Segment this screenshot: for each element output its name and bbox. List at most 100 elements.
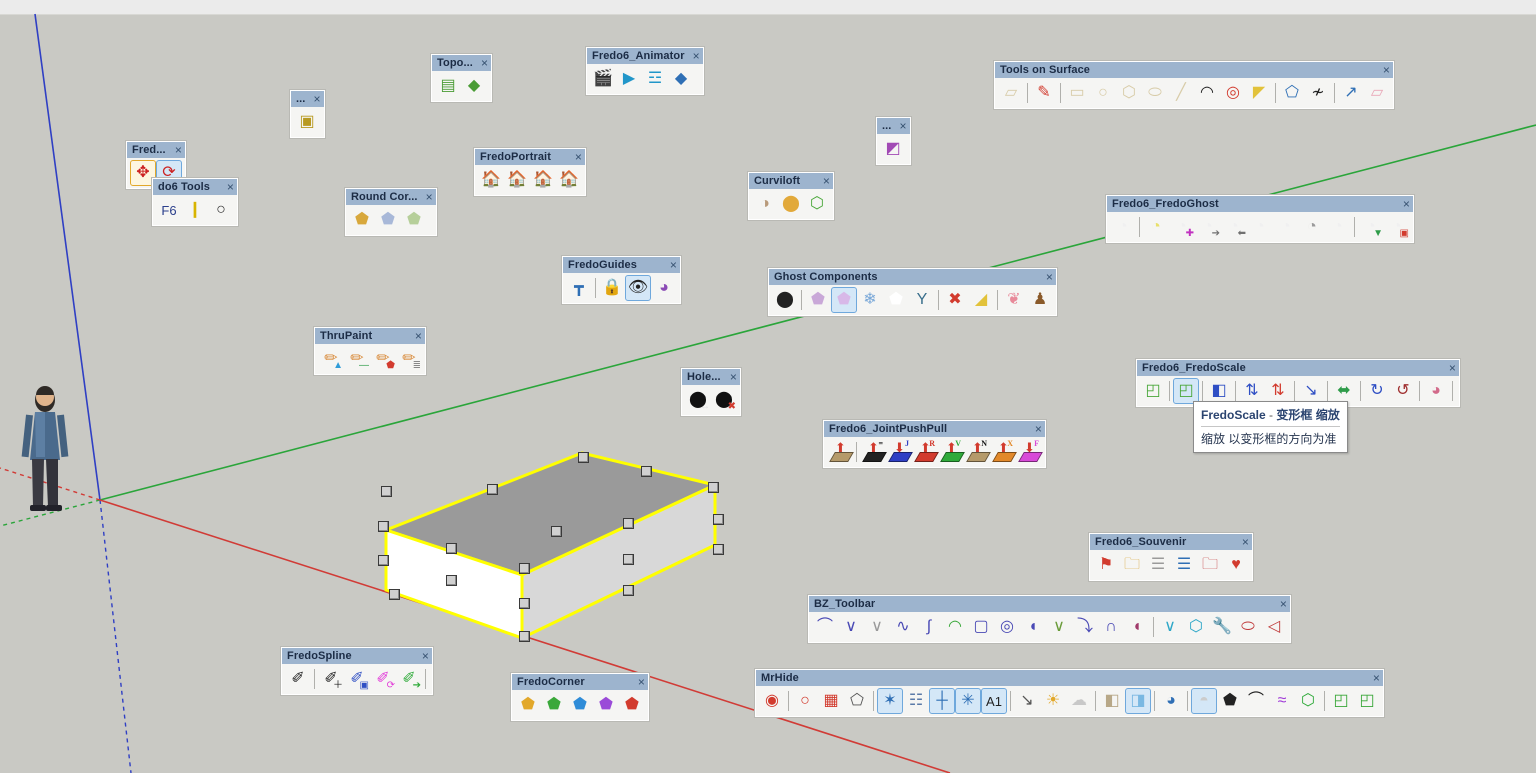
toolbar-titlebar[interactable]: ...× [877,118,910,134]
thrupaint-faces-button[interactable]: ✏▲ [318,346,344,372]
bz-polygon-dashed-button[interactable]: ⬡ [1183,614,1209,640]
fredo6-check-update-button[interactable]: ○ [208,197,234,223]
toolbar-bz-toolbar[interactable]: BZ_Toolbar×⌒∨∨∿∫◠▢◎◖∨⤵∩◖∨⬡🔧⬭◁ [808,595,1291,643]
toolbar-titlebar[interactable]: Fredo6_JointPushPull× [824,421,1045,437]
tos-pencil-button[interactable]: ✎ [1031,80,1057,106]
mrhide-color-wheel-button[interactable]: ◕ [1158,688,1184,714]
toolbar-titlebar[interactable]: Fredo6_Souvenir× [1090,534,1252,550]
toolbar-fredo6-souvenir[interactable]: Fredo6_Souvenir×⚑🗀☰☰🗀♥ [1089,533,1253,581]
topo-shaper-button[interactable]: ▤ [435,73,461,99]
selection-grip[interactable] [641,466,652,477]
close-icon[interactable]: × [226,180,234,194]
mrhide-axes-button[interactable]: ✶ [877,688,903,714]
bz-hook-button[interactable]: ⤵ [1072,614,1098,640]
spline-convert-button[interactable]: ✐⟳ [370,666,396,692]
toolbar-fredo6-jointpushpull[interactable]: Fredo6_JointPushPull×⬆⬆=⬇J⬆R⬆V⬆N⬆X⬇F [823,420,1046,468]
mrhide-text-label-button[interactable]: A1 [981,688,1007,714]
toolbar-titlebar[interactable]: Tools on Surface× [995,62,1393,78]
mrhide-multi-arrows-button[interactable]: ☷ [903,688,929,714]
toolbar-fredo6-fredoghost[interactable]: Fredo6_FredoGhost×◔◔◔✚◔➔◔⬅◔◔◔◔◔▼◔▣ [1106,195,1414,243]
close-icon[interactable]: × [313,92,321,106]
tos-ellipse-on-surface-button[interactable]: ⬭ [1142,80,1168,106]
hole-resize-button[interactable]: ⬤↔ [685,387,711,413]
fs-bend-button[interactable]: ⬌ [1331,378,1357,404]
hole-delete-button[interactable]: ⬤✖ [711,387,737,413]
toolbar-unnamed-small-right[interactable]: ...×◩ [876,117,911,165]
toolbar-titlebar[interactable]: Round Cor...× [346,189,436,205]
gc-freeze-button[interactable]: ❄ [857,287,883,313]
jpp-round-button[interactable]: ⬆R [912,439,939,465]
animator-settings-sliders-button[interactable]: ☲ [642,66,668,92]
bz-arc-3point-button[interactable]: ⌒ [812,614,838,640]
tos-polygon-on-surface-button[interactable]: ⬡ [1116,80,1142,106]
ghost-explode-button[interactable]: ◔ [1299,214,1325,240]
tos-projection-blue-button[interactable]: ⬠ [1279,80,1305,106]
tos-freehand-surface-button[interactable]: ▱ [998,80,1024,106]
close-icon[interactable]: × [421,649,429,663]
spline-extend-button[interactable]: ✐➔ [396,666,422,692]
toolbar-fredo6-fredoscale[interactable]: Fredo6_FredoScale×◰◰◧⇅⇅↘⬌↻↺◕ [1136,359,1460,407]
fredo6-library-button[interactable]: F6 [156,197,182,223]
mrhide-arcs-button[interactable]: ≈ [1269,688,1295,714]
toolbar-mrhide[interactable]: MrHide×◉○▦⬠✶☷┼✳A1↘☀☁◧◨◕◓⬟⌒≈⬡◰◰ [755,669,1384,717]
ghost-pick-button[interactable]: ◔ [1110,214,1136,240]
bz-half-arc-button[interactable]: ◖ [1020,614,1046,640]
thrupaint-volumes-button[interactable]: ✏⬟ [370,346,396,372]
selection-grip[interactable] [446,575,457,586]
portrait-snapshot-button[interactable]: 🏠 [478,167,504,193]
selection-grip[interactable] [389,589,400,600]
toolbar-topo[interactable]: Topo...×▤◆ [431,54,493,102]
close-icon[interactable]: × [1448,361,1456,375]
bz-scurve-button[interactable]: ∫ [916,614,942,640]
toolbar-titlebar[interactable]: MrHide× [756,670,1383,686]
fs-box-scale-selected-button[interactable]: ◰ [1173,378,1199,404]
corner-chamfer-button[interactable]: ⬟ [541,692,567,718]
fs-shear-button[interactable]: ↘ [1298,378,1324,404]
close-icon[interactable]: × [1241,535,1249,549]
bz-rounded-rect-button[interactable]: ▢ [968,614,994,640]
close-icon[interactable]: × [414,329,422,343]
toolbar-fredo6-tools[interactable]: do6 Tools×F6❙○ [152,178,238,226]
mrhide-section-plane-button[interactable]: ◧ [1099,688,1125,714]
portrait-frame-button[interactable]: 🏠 [530,167,556,193]
toolbar-titlebar[interactable]: BZ_Toolbar× [809,596,1290,612]
selection-grip[interactable] [551,526,562,537]
souvenir-folder-red-button[interactable]: 🗀 [1197,552,1223,578]
toolbar-thrupaint[interactable]: ThruPaint×✏▲✏—✏⬟✏≣ [314,327,426,375]
tos-arc-on-surface-button[interactable]: ◠ [1194,80,1220,106]
selection-grip[interactable] [378,555,389,566]
bz-zigzag-green-button[interactable]: ∨ [1046,614,1072,640]
spline-add-button[interactable]: ✐＋ [318,666,344,692]
tos-move-on-surface-button[interactable]: ↗ [1338,80,1364,106]
ghost-forward-button[interactable]: ◔➔ [1195,214,1221,240]
selection-grip[interactable] [446,543,457,554]
close-icon[interactable]: × [174,143,182,157]
bz-settings-wrench-button[interactable]: 🔧 [1209,614,1235,640]
close-icon[interactable]: × [480,56,489,70]
selection-grip[interactable] [623,585,634,596]
ghost-locate-button[interactable]: ◔▼ [1358,214,1384,240]
guides-color-button[interactable]: ◕ [651,275,677,301]
mrhide-shield-button[interactable]: ⬠ [844,688,870,714]
souvenir-restore-button[interactable]: ⚑ [1093,552,1119,578]
toolbar-ghost-components[interactable]: Ghost Components×⬤⬟⬟❄⬟Y✖◢❦♟ [768,268,1057,316]
fs-box-scale-button[interactable]: ◰ [1140,378,1166,404]
jpp-joint-button[interactable]: ⬇J [886,439,913,465]
ghost-delete-button[interactable]: ◔ [1325,214,1351,240]
toolbar-fredoguides[interactable]: FredoGuides×┳🔒👁◕ [562,256,681,304]
toolbar-titlebar[interactable]: Fredo6_Animator× [587,48,703,64]
jpp-extrude-button[interactable]: ⬆X [990,439,1017,465]
close-icon[interactable]: × [692,49,700,63]
close-icon[interactable]: × [1034,422,1042,436]
close-icon[interactable]: × [729,370,737,384]
mrhide-layers-button[interactable]: ◰ [1328,688,1354,714]
toolbar-titlebar[interactable]: ThruPaint× [315,328,425,344]
toolbar-titlebar[interactable]: FredoPortrait× [475,149,585,165]
ghost-back-button[interactable]: ◔⬅ [1221,214,1247,240]
topo-from-contours-button[interactable]: ◆ [461,73,487,99]
toolbar-titlebar[interactable]: Hole...× [682,369,740,385]
fs-twist-left-button[interactable]: ↻ [1364,378,1390,404]
round-corner-sharp-button[interactable]: ⬟ [375,207,401,233]
toolbar-fredo-move[interactable]: Fred...×✥⟳ [126,141,186,189]
